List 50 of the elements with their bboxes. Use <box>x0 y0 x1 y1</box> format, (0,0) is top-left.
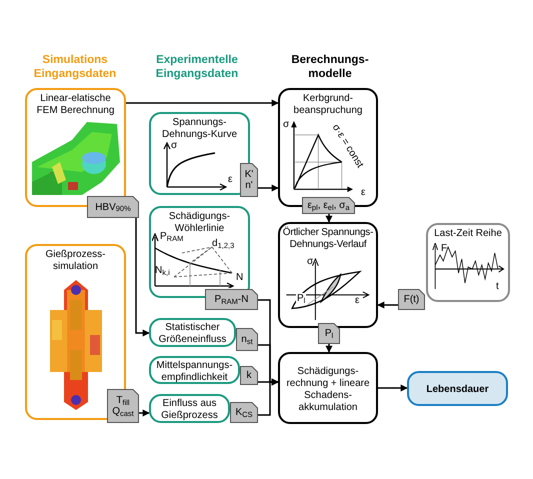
axis-label: ε <box>355 295 360 307</box>
box-label: Last-Zeit Reihe <box>433 228 503 240</box>
document-tag: n$_{st}$ <box>236 328 258 351</box>
document-tag: F(t) <box>398 289 425 310</box>
document-tag: P$_{RAM}$-N <box>205 289 258 310</box>
axis-label: F <box>441 243 448 255</box>
box-label: Mittelspannungs-empfindlichkeit <box>155 360 234 384</box>
arrow <box>326 214 332 223</box>
column-heading: Experimentelle Eingangsdaten <box>154 53 240 81</box>
arrow <box>326 344 332 353</box>
document-tag: T$_{fill}$ Q$_{cast}$ <box>107 389 139 423</box>
box-label: Lebensdauer <box>425 384 490 396</box>
process-box <box>278 352 378 424</box>
document-tag: ε$_{pl}$, ε$_{el}$, σ$_{a}$ <box>302 197 355 214</box>
document-tag: K$_{CS}$ <box>230 402 258 423</box>
column-heading: Simulations Eingangsdaten <box>32 53 118 81</box>
box-label: Örtlicher Spannungs-Dehnungs-Verlauf <box>282 227 374 251</box>
arrow <box>139 410 150 416</box>
arrow <box>378 384 408 392</box>
axis-label: σ <box>283 119 290 131</box>
process-box <box>149 318 236 347</box>
arrow <box>126 100 279 106</box>
box-label: Gießprozess-simulation <box>44 249 106 273</box>
axis-label: N$_{k,i}$ <box>155 265 170 277</box>
document-tag: HBV$_{90%}$ <box>87 196 139 218</box>
process-box <box>149 356 240 384</box>
axis-label: d$_{1,2,3}$ <box>212 238 234 250</box>
result-box <box>407 371 508 406</box>
axis-label: σ <box>307 256 314 268</box>
axis-label: t <box>496 281 499 293</box>
axis-label: P$_{l}$ <box>296 293 306 305</box>
axis-label: N <box>236 272 244 284</box>
box-label: Einfluss aus Gießprozess <box>160 398 219 422</box>
document-tag: k <box>240 366 258 385</box>
axis-label: σ <box>171 140 178 152</box>
box-label: Schädigungs-rechnung + lineare Schadens-akkumulation <box>285 366 371 414</box>
document-tag: P$_{l}$ <box>318 323 340 344</box>
process-box <box>278 222 378 328</box>
arrow <box>135 218 150 336</box>
process-box <box>426 223 510 302</box>
document-tag: K' n' <box>240 163 258 197</box>
column-heading: Berechnungs-modelle <box>290 53 370 81</box>
arrow <box>258 184 279 192</box>
box-label: Linear-elatische FEM Berechnung <box>36 93 116 117</box>
axis-label: ε <box>228 174 232 186</box>
box-label: Statistischer Größeneinfluss <box>158 322 228 346</box>
arrow <box>258 378 279 416</box>
axis-label: ε <box>361 187 366 199</box>
process-box <box>149 394 230 423</box>
arrow <box>377 302 398 308</box>
